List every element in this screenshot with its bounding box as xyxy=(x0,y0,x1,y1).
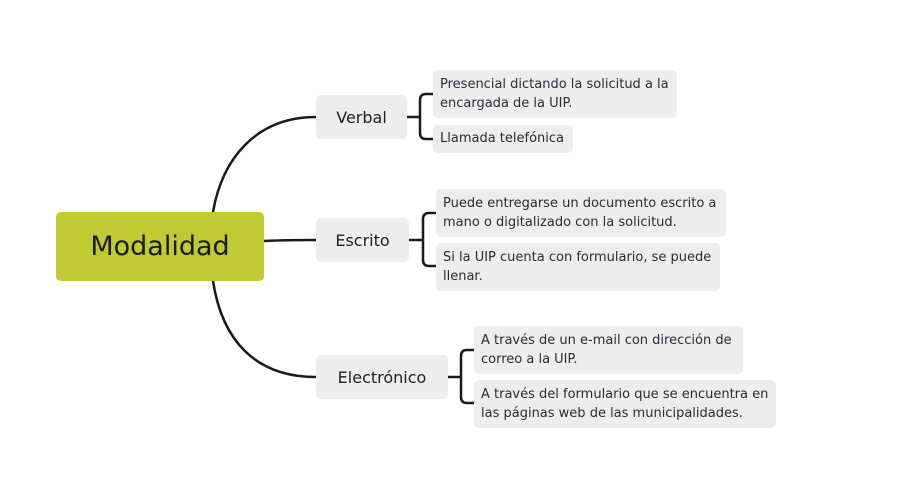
leaf-line: Llamada telefónica xyxy=(440,131,565,146)
bracket-verbal xyxy=(405,92,435,141)
branch-label: Electrónico xyxy=(337,367,427,387)
leaf-escrito-formulario[interactable]: Si la UIP cuenta con formulario, se pued… xyxy=(436,243,720,291)
bracket-escrito xyxy=(407,211,438,268)
connector-root-escrito xyxy=(262,238,318,243)
leaf-line: llenar. xyxy=(443,269,483,284)
leaf-line: A través de un e-mail con dirección de xyxy=(481,333,732,348)
leaf-electronico-web[interactable]: A través del formulario que se encuentra… xyxy=(474,380,776,428)
leaf-line: Si la UIP cuenta con formulario, se pued… xyxy=(443,250,712,265)
branch-escrito[interactable]: Escrito xyxy=(316,218,409,262)
bracket-electronico xyxy=(446,348,476,405)
leaf-verbal-llamada[interactable]: Llamada telefónica xyxy=(433,125,573,153)
connector-root-verbal xyxy=(211,115,318,214)
branch-label: Verbal xyxy=(336,107,387,127)
leaf-line: mano o digitalizado con la solicitud. xyxy=(443,215,677,230)
leaf-line: A través del formulario que se encuentra… xyxy=(481,387,769,402)
leaf-line: encargada de la UIP. xyxy=(440,96,573,111)
leaf-line: Presencial dictando la solicitud a la xyxy=(440,77,669,92)
branch-label: Escrito xyxy=(335,230,390,250)
leaf-line: Puede entregarse un documento escrito a xyxy=(443,196,717,211)
leaf-verbal-presencial[interactable]: Presencial dictando la solicitud a la en… xyxy=(433,70,677,118)
leaf-line: correo a la UIP. xyxy=(481,352,578,367)
branch-verbal[interactable]: Verbal xyxy=(316,95,407,139)
connector-root-electronico xyxy=(211,279,318,379)
leaf-electronico-email[interactable]: A través de un e-mail con dirección de c… xyxy=(474,326,743,374)
root-topic-modalidad[interactable]: Modalidad xyxy=(56,212,264,281)
root-label: Modalidad xyxy=(90,231,230,262)
leaf-line: las páginas web de las municipalidades. xyxy=(481,406,743,421)
branch-electronico[interactable]: Electrónico xyxy=(316,355,448,399)
leaf-escrito-documento[interactable]: Puede entregarse un documento escrito a … xyxy=(436,189,726,237)
